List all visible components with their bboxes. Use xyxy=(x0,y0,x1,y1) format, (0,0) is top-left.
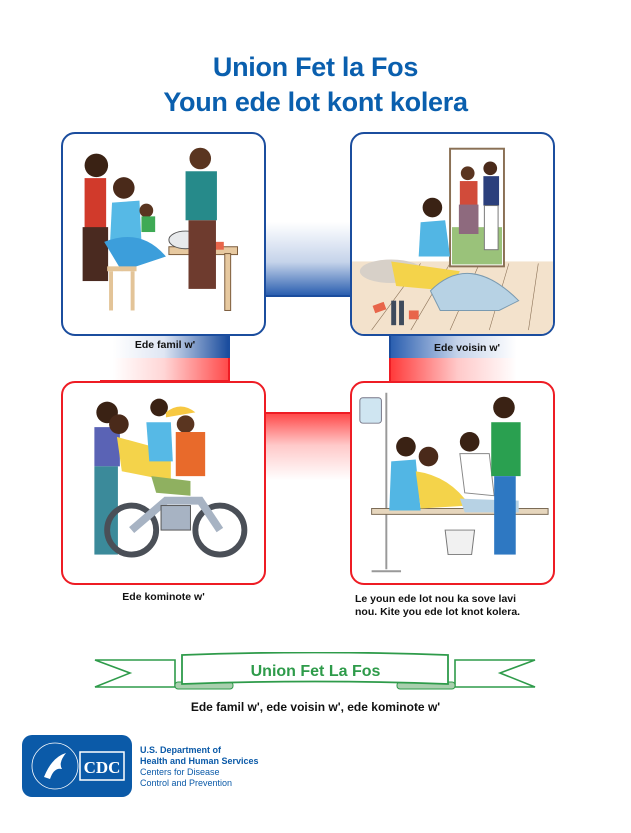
panel-clinic xyxy=(350,381,555,585)
ribbon-banner xyxy=(94,652,536,690)
org-line3: Centers for Disease xyxy=(140,767,220,777)
caption-neighbor: Ede voisin w' xyxy=(433,342,501,354)
connector-right-blue xyxy=(389,334,539,358)
clinic-illustration xyxy=(359,392,549,573)
page-title-line1: Union Fet la Fos xyxy=(212,52,419,82)
connector-top-blue xyxy=(262,222,354,297)
caption-family: Ede famil w' xyxy=(134,339,196,351)
panel-community xyxy=(61,381,266,585)
caption-community: Ede kominote w' xyxy=(122,591,205,603)
page-title-line2: Youn ede lot kont kolera xyxy=(163,87,468,117)
org-line1: U.S. Department of xyxy=(140,745,222,755)
banner-label: Union Fet La Fos xyxy=(250,663,381,680)
hhs-cdc-logo: CDC xyxy=(22,735,132,797)
caption-clinic-line1: Le youn ede lot nou ka sove lavi xyxy=(355,593,517,605)
hhs-eagle-icon: CDC xyxy=(31,742,125,790)
connector-left-red xyxy=(100,358,230,382)
org-line4: Control and Prevention xyxy=(140,778,233,788)
banner-subtitle: Ede famil w', ede voisin w', ede kominot… xyxy=(190,700,441,714)
connector-right-red xyxy=(389,358,539,382)
hhs-text: U.S. Department of Health and Human Serv… xyxy=(140,745,259,789)
community-illustration xyxy=(94,398,248,558)
family-illustration xyxy=(82,147,239,311)
caption-clinic: Le youn ede lot nou ka sove lavi nou. Ki… xyxy=(355,593,555,619)
panel-neighbor xyxy=(350,132,555,336)
connector-left-blue xyxy=(100,334,230,358)
connector-bottom-red xyxy=(262,412,354,492)
caption-clinic-line2: nou. Kite you ede lot knot kolera. xyxy=(355,606,521,618)
panel-family xyxy=(61,132,266,336)
org-line2: Health and Human Services xyxy=(140,756,259,766)
cdc-logo-text: CDC xyxy=(84,758,121,777)
neighbor-illustration xyxy=(352,147,553,334)
